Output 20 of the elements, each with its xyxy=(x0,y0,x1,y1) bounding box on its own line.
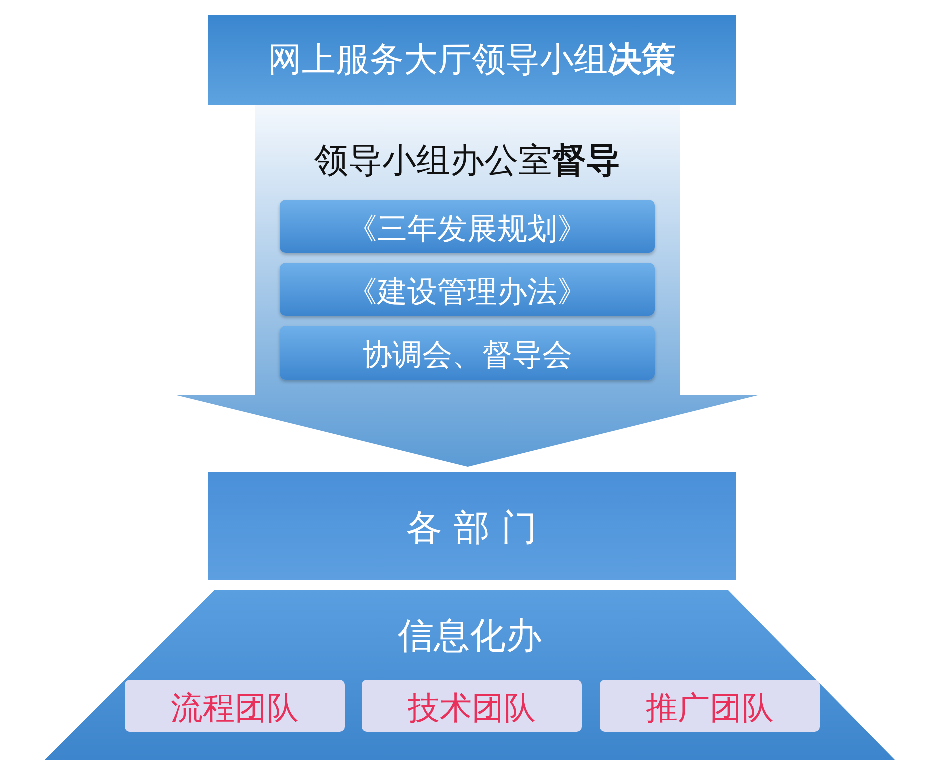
item-bar xyxy=(280,263,655,316)
office-text: 信息化办 xyxy=(397,615,543,659)
team-text: 技术团队 xyxy=(407,688,537,729)
item-text: 《建设管理办法》 xyxy=(346,274,588,312)
team-box xyxy=(125,680,345,732)
item-bar xyxy=(280,200,655,253)
heading-text: 网上服务大厅领导小组决策 xyxy=(267,39,677,82)
team-text: 流程团队 xyxy=(170,688,300,729)
item-text: 协调会、督导会 xyxy=(362,337,574,375)
team-text: 推广团队 xyxy=(645,688,775,729)
item-bar xyxy=(280,326,655,380)
item-text: 《三年发展规划》 xyxy=(346,211,588,249)
department-bar xyxy=(208,472,736,580)
heading-bar xyxy=(208,15,736,105)
team-box xyxy=(362,680,582,732)
team-box xyxy=(600,680,820,732)
down-arrow-shape xyxy=(175,105,760,467)
department-text: 各 部 门 xyxy=(406,507,538,551)
supervision-text: 领导小组办公室督导 xyxy=(314,140,622,183)
trapezoid-base xyxy=(45,590,895,760)
